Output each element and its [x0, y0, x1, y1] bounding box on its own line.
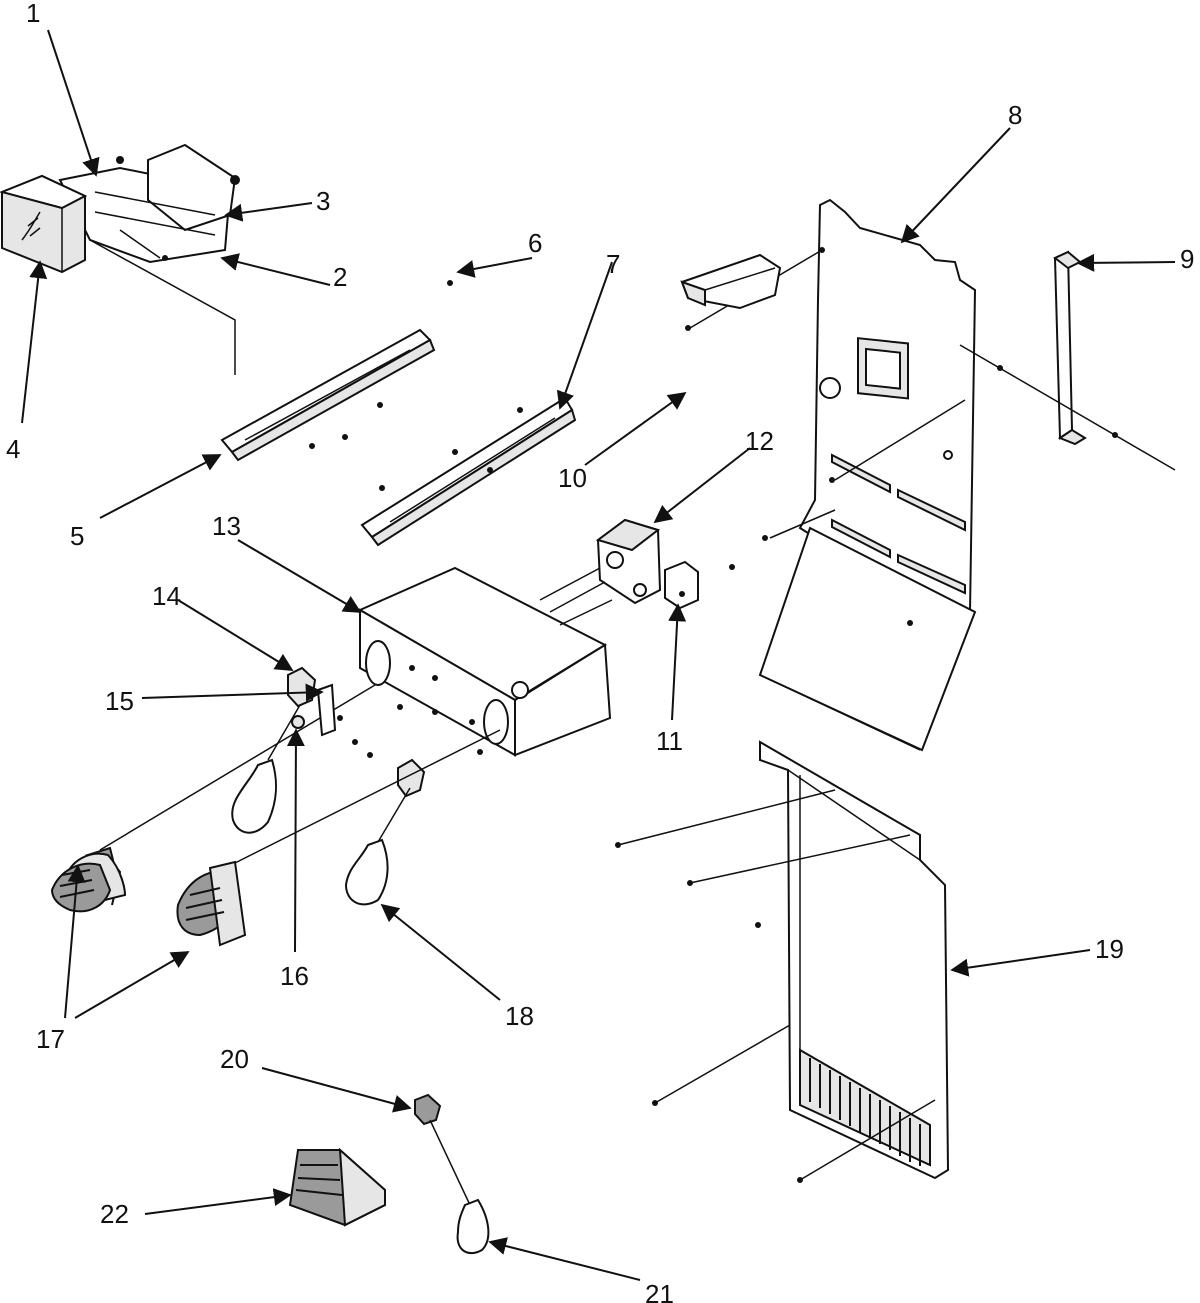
callout-17: 17 — [36, 1024, 65, 1054]
rail-screw — [447, 280, 453, 286]
callout-10: 10 — [558, 463, 587, 493]
callout-15: 15 — [105, 686, 134, 716]
ice-maker-assembly — [58, 143, 240, 264]
shelf-rail-left — [89, 239, 436, 462]
control-housing — [327, 566, 613, 758]
ice-maker-front-cover — [0, 174, 88, 274]
damper-switch — [664, 560, 735, 610]
callout-2: 2 — [333, 262, 347, 292]
callout-22: 22 — [100, 1199, 129, 1229]
lower-cover-panel — [615, 740, 950, 1183]
callout-4: 4 — [6, 434, 20, 464]
lamp-bulb-lower — [456, 1198, 490, 1255]
callout-9: 9 — [1180, 244, 1194, 274]
light-cover-left — [50, 846, 127, 913]
callout-11: 11 — [656, 726, 683, 756]
lamp-socket-right — [224, 729, 501, 869]
lamp-bulb-right — [344, 787, 411, 906]
callout-21: 21 — [645, 1279, 674, 1303]
vent-grille — [799, 1048, 931, 1167]
callout-20: 20 — [220, 1044, 249, 1074]
light-cover-lower — [288, 1147, 386, 1227]
lamp-bulb-left — [231, 704, 301, 834]
callout-16: 16 — [280, 961, 309, 991]
light-cover-right — [176, 860, 247, 947]
air-duct — [680, 253, 782, 310]
shelf-rail-right — [360, 396, 577, 547]
callout-1: 1 — [26, 0, 40, 28]
damper-motor — [595, 518, 662, 605]
lamp-socket-lower — [414, 1093, 471, 1206]
callout-12: 12 — [745, 426, 774, 456]
callout-7: 7 — [606, 249, 620, 279]
callout-19: 19 — [1095, 934, 1124, 964]
callout-3: 3 — [316, 186, 330, 216]
callout-18: 18 — [505, 1001, 534, 1031]
rear-panel — [685, 198, 977, 752]
side-bracket — [959, 250, 1176, 471]
callout-14: 14 — [152, 581, 181, 611]
callout-6: 6 — [528, 228, 542, 258]
callout-13: 13 — [212, 511, 241, 541]
callout-5: 5 — [70, 521, 84, 551]
leader-arrows — [21, 29, 1176, 1281]
callout-labels: 1 2 3 4 5 6 7 8 9 10 11 12 13 14 15 16 1… — [6, 0, 1194, 1303]
callout-8: 8 — [1008, 100, 1022, 130]
